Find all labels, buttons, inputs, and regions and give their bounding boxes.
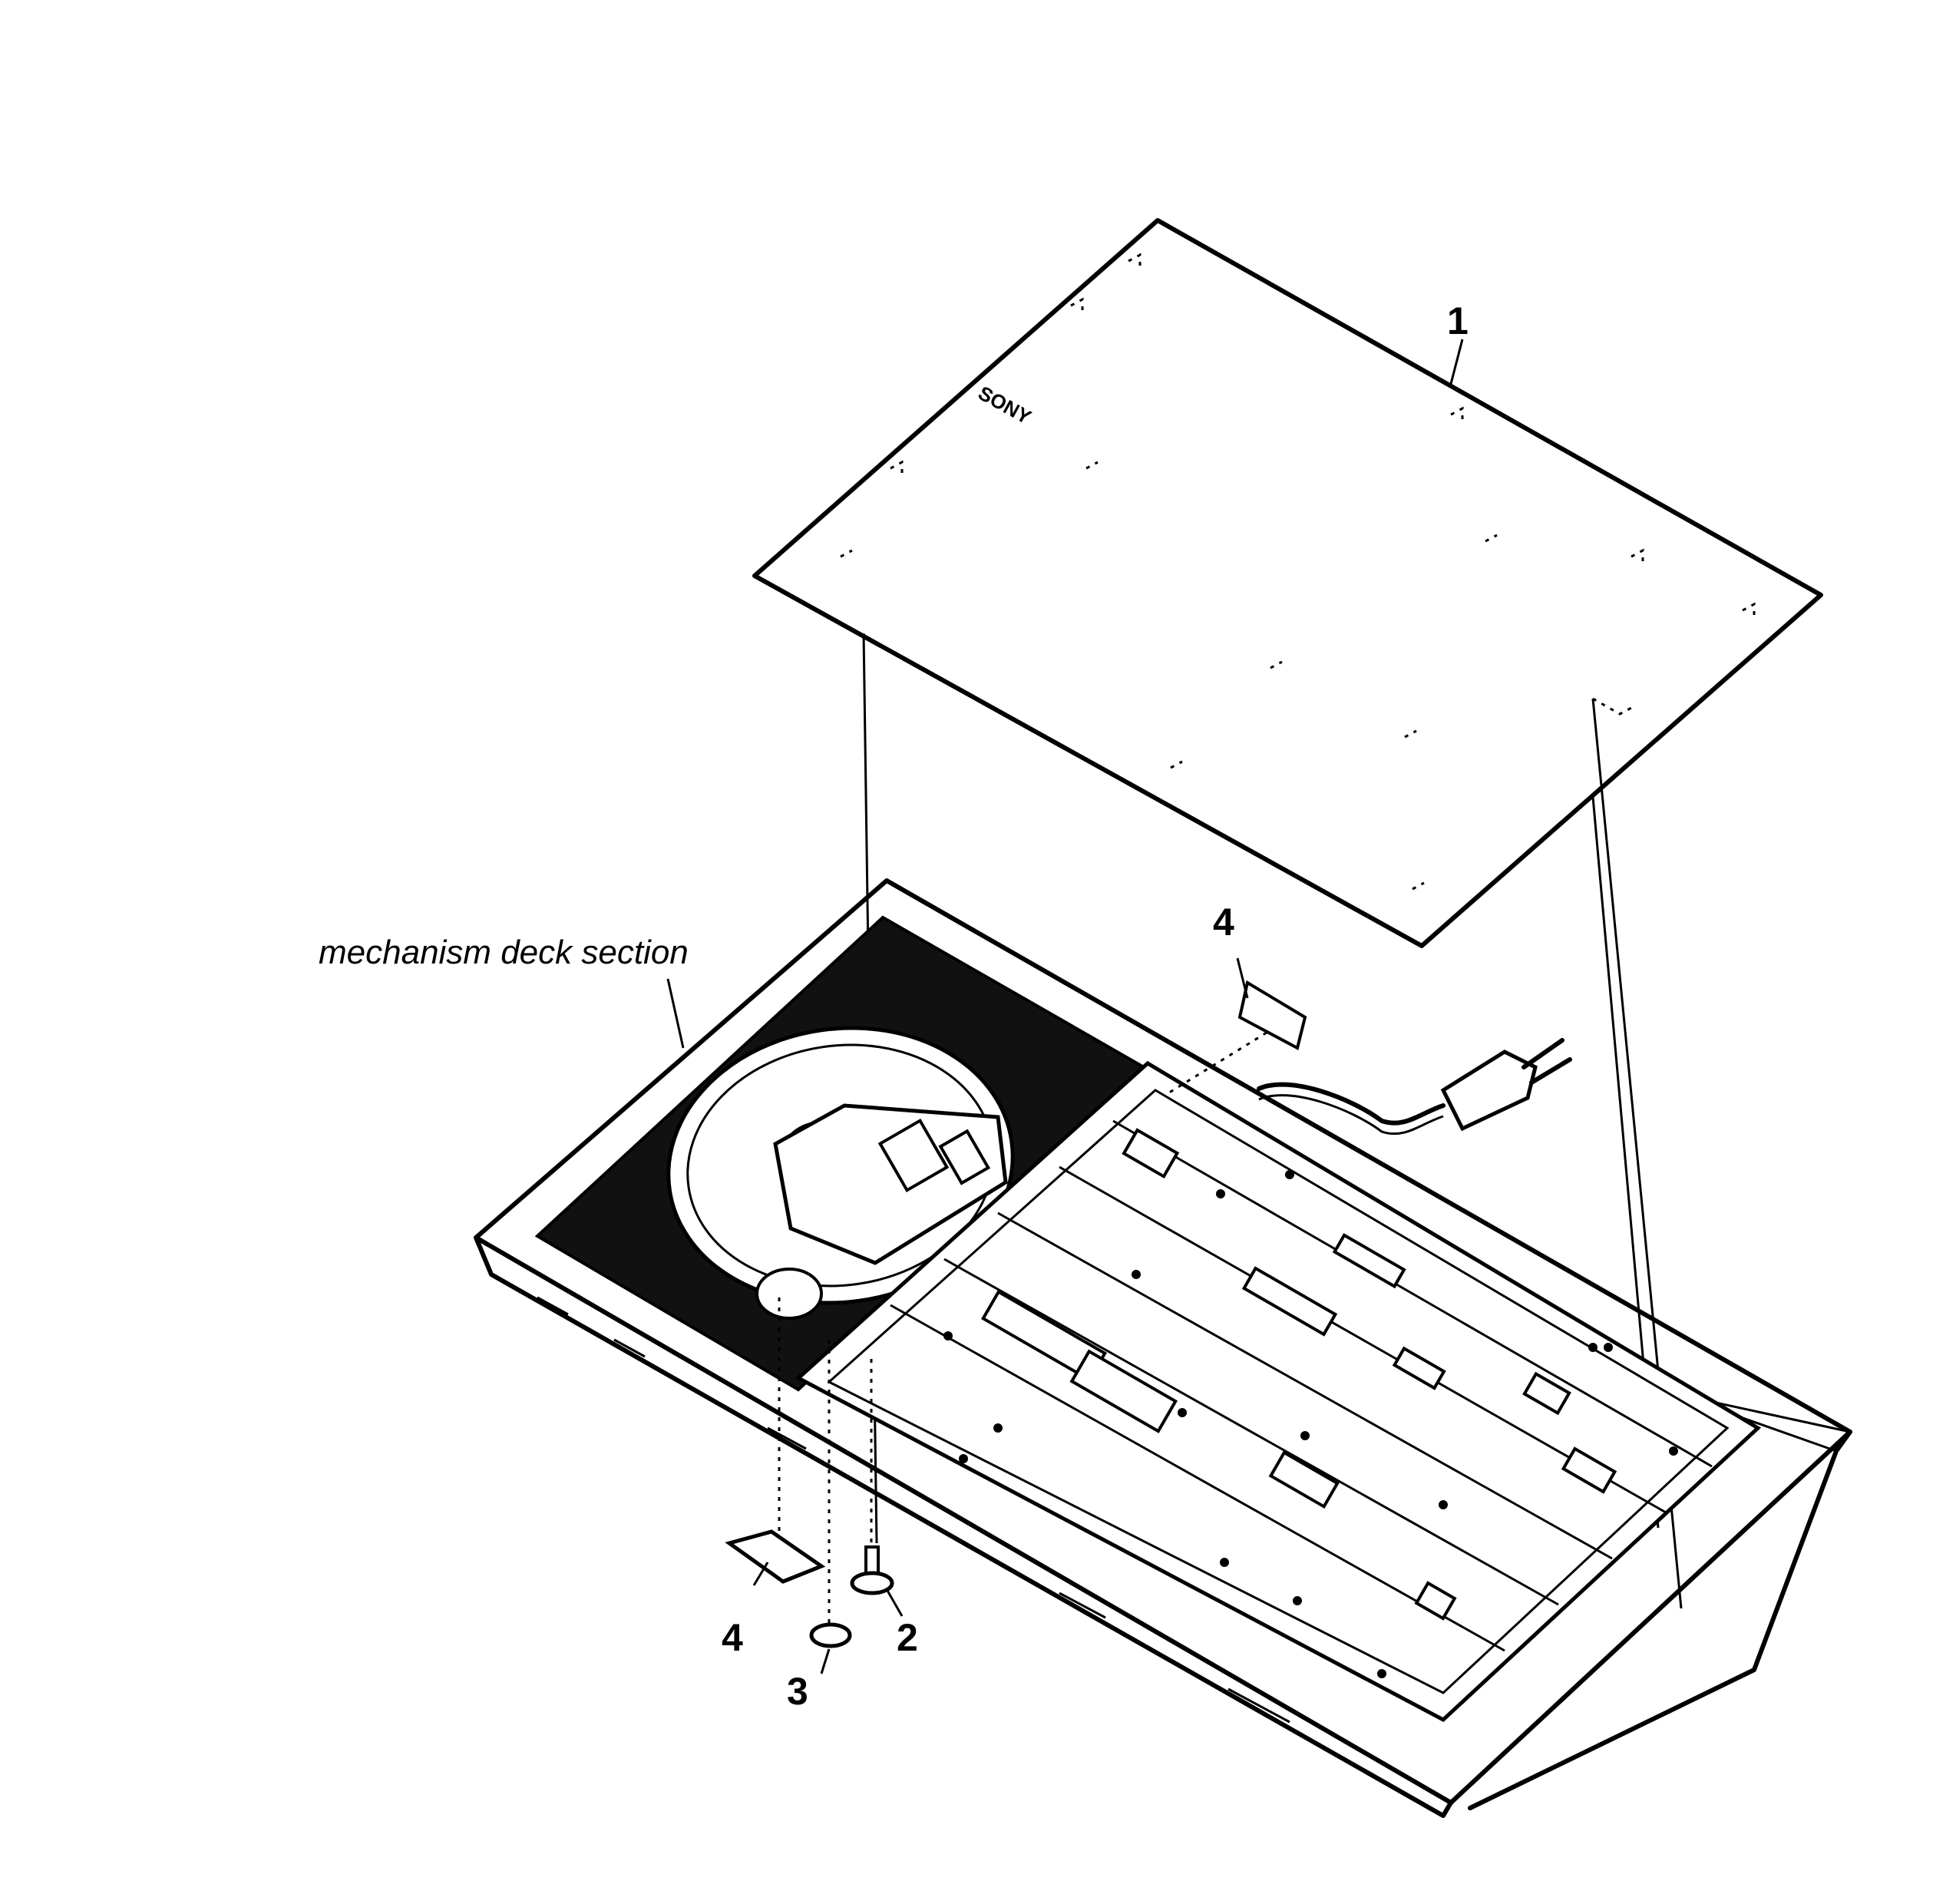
top-cover: SONY: [752, 218, 1823, 948]
main-board: [795, 1060, 1762, 1723]
section-label-leader: [666, 978, 685, 1049]
foot-pad: [755, 1268, 823, 1320]
sheet-rear: [1166, 957, 1307, 1096]
callout-1-leader: [1449, 339, 1464, 385]
washer: [809, 1340, 852, 1674]
power-cord: [1257, 1038, 1572, 1135]
sheet-front: [725, 1297, 826, 1586]
pickup-sled: [773, 1103, 1008, 1265]
board-components: [943, 1128, 1678, 1678]
callout-2: 2: [897, 1616, 918, 1659]
screw: [850, 1359, 904, 1617]
sony-logo: SONY: [974, 381, 1035, 428]
section-label: mechanism deck section: [319, 934, 689, 971]
cover-clip-marks: [840, 253, 1756, 891]
callout-1: 1: [1447, 299, 1469, 342]
callout-3: 3: [787, 1670, 808, 1713]
callout-4-rear: 4: [1213, 901, 1234, 944]
chassis-base: [474, 878, 1852, 1818]
callout-4-front: 4: [722, 1616, 743, 1659]
